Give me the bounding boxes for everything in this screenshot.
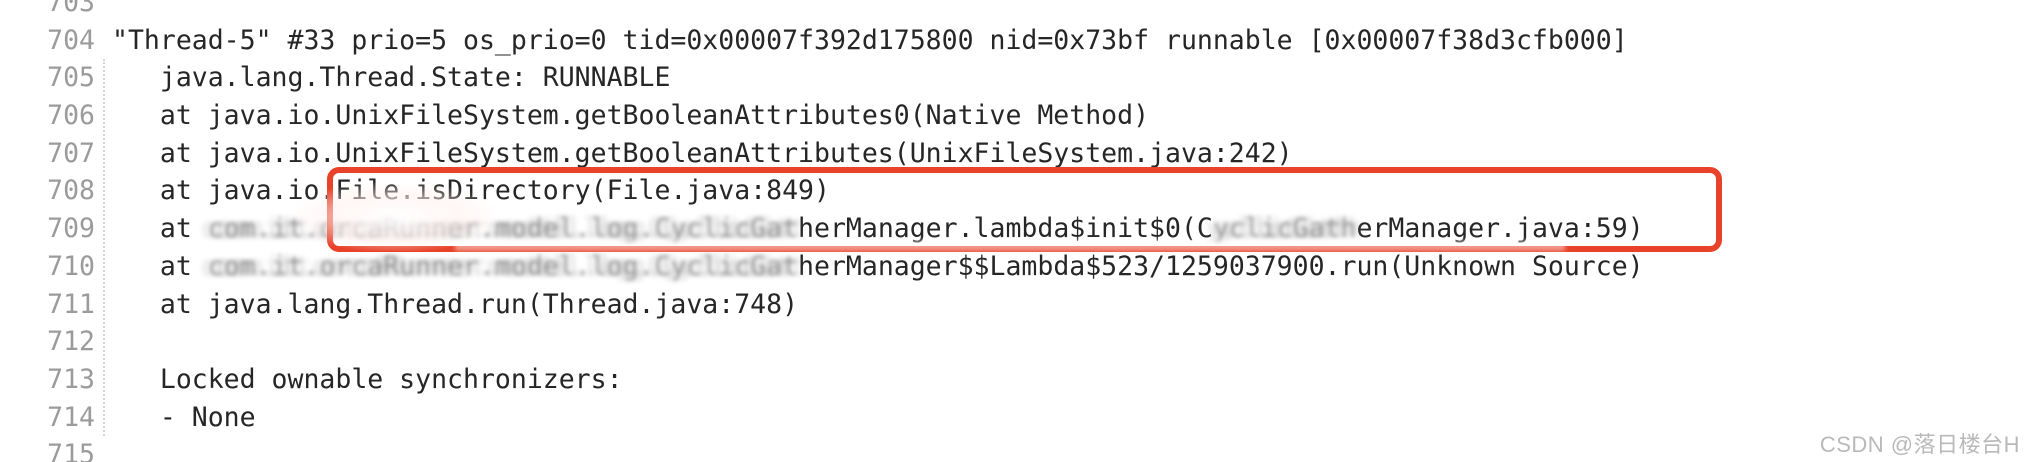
code-text[interactable]: at com.it.orcaRunner.model.log.CyclicGat… (95, 210, 1644, 248)
redacted-text: com.it.orcaRunner.model.log.CyclicGat (207, 250, 799, 282)
code-segment: at java.io.UnixFileSystem.getBooleanAttr… (112, 137, 1293, 169)
code-segment: erManager.java:59) (1356, 213, 1644, 245)
line-number: 710 (47, 250, 95, 282)
code-line: 709 at com.it.orcaRunner.model.log.Cycli… (0, 210, 2024, 248)
code-line: 707 at java.io.UnixFileSystem.getBoolean… (0, 135, 2024, 173)
line-number: 707 (47, 137, 95, 169)
code-text[interactable] (95, 323, 112, 361)
indent-guide (103, 59, 105, 436)
code-text[interactable]: "Thread-5" #33 prio=5 os_prio=0 tid=0x00… (95, 22, 1628, 60)
code-segment: "Thread-5" #33 prio=5 os_prio=0 tid=0x00… (112, 24, 1628, 56)
code-segment: - None (112, 401, 256, 433)
code-line: 711 at java.lang.Thread.run(Thread.java:… (0, 286, 2024, 324)
line-number: 705 (47, 62, 95, 94)
code-text[interactable]: java.lang.Thread.State: RUNNABLE (95, 59, 671, 97)
redacted-text: com.it.orcaRunner.model.log.CyclicGat (207, 213, 799, 245)
code-segment: Locked ownable synchronizers: (112, 363, 623, 395)
code-segment: at java.lang.Thread.run(Thread.java:748) (112, 288, 799, 320)
line-number: 715 (47, 439, 95, 462)
code-segment: at (112, 250, 208, 282)
code-line: 708 at java.io.File.isDirectory(File.jav… (0, 172, 2024, 210)
line-number: 709 (47, 213, 95, 245)
line-number: 714 (47, 401, 95, 433)
code-text[interactable]: at java.io.UnixFileSystem.getBooleanAttr… (95, 97, 1149, 135)
code-segment: at (112, 213, 208, 245)
code-text[interactable]: at java.io.File.isDirectory(File.java:84… (95, 172, 830, 210)
code-text[interactable]: at java.io.UnixFileSystem.getBooleanAttr… (95, 135, 1293, 173)
code-text[interactable] (95, 436, 112, 462)
line-number: 704 (47, 24, 95, 56)
code-segment: java.lang.Thread.State: RUNNABLE (112, 62, 671, 94)
code-line: 703 (0, 0, 2024, 22)
line-number: 708 (47, 175, 95, 207)
code-segment: at java.io.UnixFileSystem.getBooleanAttr… (112, 100, 1150, 132)
code-line: 713 Locked ownable synchronizers: (0, 361, 2024, 399)
code-text[interactable]: - None (95, 399, 256, 437)
code-text[interactable]: at java.lang.Thread.run(Thread.java:748) (95, 286, 798, 324)
code-segment: herManager$$Lambda$523/1259037900.run(Un… (798, 250, 1644, 282)
code-line: 706 at java.io.UnixFileSystem.getBoolean… (0, 97, 2024, 135)
code-segment: at java.io.File.isDirectory(File.java:84… (112, 175, 830, 207)
code-text[interactable] (95, 0, 112, 22)
code-line: 710 at com.it.orcaRunner.model.log.Cycli… (0, 248, 2024, 286)
watermark: CSDN @落日楼台H (1819, 432, 2020, 457)
redacted-text: yclicGath (1212, 213, 1357, 245)
line-number: 706 (47, 100, 95, 132)
line-number: 712 (47, 326, 95, 358)
code-line: 714 - None (0, 399, 2024, 437)
code-line: 712 (0, 323, 2024, 361)
code-segment: herManager.lambda$init$0(C (798, 213, 1213, 245)
code-text[interactable]: Locked ownable synchronizers: (95, 361, 623, 399)
line-number: 711 (47, 288, 95, 320)
code-line: 705 java.lang.Thread.State: RUNNABLE (0, 59, 2024, 97)
code-line: 704 "Thread-5" #33 prio=5 os_prio=0 tid=0… (0, 22, 2024, 60)
code-text[interactable]: at com.it.orcaRunner.model.log.CyclicGat… (95, 248, 1644, 286)
code-line: 715 (0, 436, 2024, 462)
line-number: 713 (47, 363, 95, 395)
line-number: 703 (47, 0, 95, 18)
